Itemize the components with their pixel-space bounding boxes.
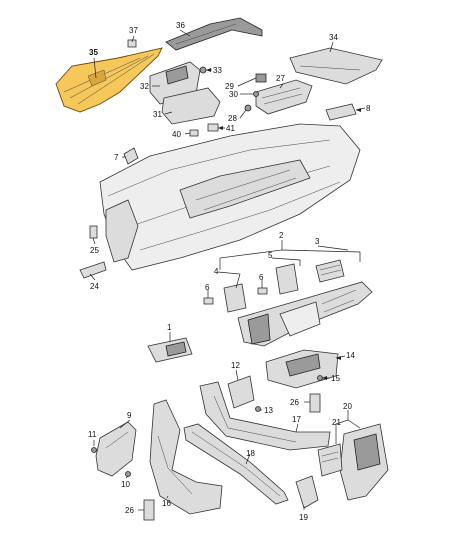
callout-1: 1 [167,323,172,332]
part-31-lower-housing[interactable] [161,87,221,125]
callout-30: 30 [229,90,238,99]
callout-34: 34 [329,33,338,42]
callout-26-upper: 26 [290,398,299,407]
part-24-switch[interactable] [79,261,107,279]
callout-35: 35 [89,48,98,57]
callout-25: 25 [90,246,99,255]
callout-24: 24 [90,282,99,291]
callout-26-lower: 26 [125,506,134,515]
part-26-vent-lower[interactable] [143,499,155,521]
part-40-41-brackets[interactable] [189,123,219,137]
part-12-bracket[interactable] [227,375,255,409]
part-36-defrost-duct[interactable] [165,17,263,51]
part-26-vent-upper[interactable] [309,393,321,413]
callout-6-right: 6 [259,273,264,282]
part-10-screw[interactable] [125,471,131,477]
callout-27: 27 [276,74,285,83]
part-29-sensor[interactable] [255,73,267,83]
part-16-floor-duct[interactable] [149,399,223,515]
part-28-clip[interactable] [244,104,252,112]
part-35-cowl-cover[interactable] [55,47,163,113]
part-5-vent[interactable] [275,263,299,295]
callout-18: 18 [246,449,255,458]
callout-labels: 35 37 36 34 32 33 31 29 30 28 27 8 40 41… [88,21,371,522]
callout-11: 11 [88,430,97,439]
part-17-floor-duct[interactable] [199,381,331,451]
part-9-bracket[interactable] [95,421,137,477]
part-30-clip[interactable] [253,91,259,97]
leader-lines [89,29,366,511]
callout-9: 9 [127,411,132,420]
part-21-vent-insert[interactable] [317,443,343,477]
part-27-center-vent[interactable] [255,79,313,115]
arrow-8 [356,108,361,112]
part-11-screw[interactable] [91,447,97,453]
part-33-screw[interactable] [199,66,207,74]
part-2-ip-trim[interactable] [237,281,373,347]
part-19-duct-end[interactable] [295,475,319,509]
callout-37: 37 [129,26,138,35]
arrow-33 [206,68,211,72]
arrow-15 [322,376,327,380]
part-1-vent[interactable] [147,337,193,363]
part-3-vent[interactable] [315,259,345,283]
part-15-screw[interactable] [317,375,323,381]
callout-14: 14 [346,351,355,360]
callout-2: 2 [279,231,284,240]
callout-40: 40 [172,130,181,139]
callout-31: 31 [153,110,162,119]
callout-3: 3 [315,237,320,246]
callout-5: 5 [268,251,273,260]
part-20-rear-vent-panel[interactable] [339,423,389,501]
callout-28: 28 [228,114,237,123]
part-34-side-duct[interactable] [289,47,383,85]
callout-arrows [206,68,361,380]
callout-10: 10 [121,480,130,489]
callout-29: 29 [225,82,234,91]
dashboard-carrier [99,123,361,271]
callout-13: 13 [264,406,273,415]
callout-19: 19 [299,513,308,522]
callout-16: 16 [162,499,171,508]
part-13-screw[interactable] [255,406,261,412]
part-7-end-vent[interactable] [123,147,139,165]
arrow-14 [336,356,341,360]
part-6-clips[interactable] [203,287,268,305]
callout-15: 15 [331,374,340,383]
callout-20: 20 [343,402,352,411]
callout-4: 4 [214,267,219,276]
callout-6-left: 6 [205,283,210,292]
part-4-vent[interactable] [223,283,247,313]
part-8-side-vent[interactable] [325,103,357,121]
part-18-floor-duct[interactable] [183,423,289,505]
callout-32: 32 [140,82,149,91]
arrow-41 [218,126,223,130]
callout-21: 21 [332,418,341,427]
callout-7: 7 [114,153,119,162]
callout-8: 8 [366,104,371,113]
part-25-bracket[interactable] [89,225,98,239]
callout-41: 41 [226,124,235,133]
part-14-console-upper[interactable] [265,349,339,389]
callout-12: 12 [231,361,240,370]
callout-36: 36 [176,21,185,30]
callout-17: 17 [292,415,301,424]
callout-33: 33 [213,66,222,75]
part-37-clip[interactable] [127,39,137,48]
